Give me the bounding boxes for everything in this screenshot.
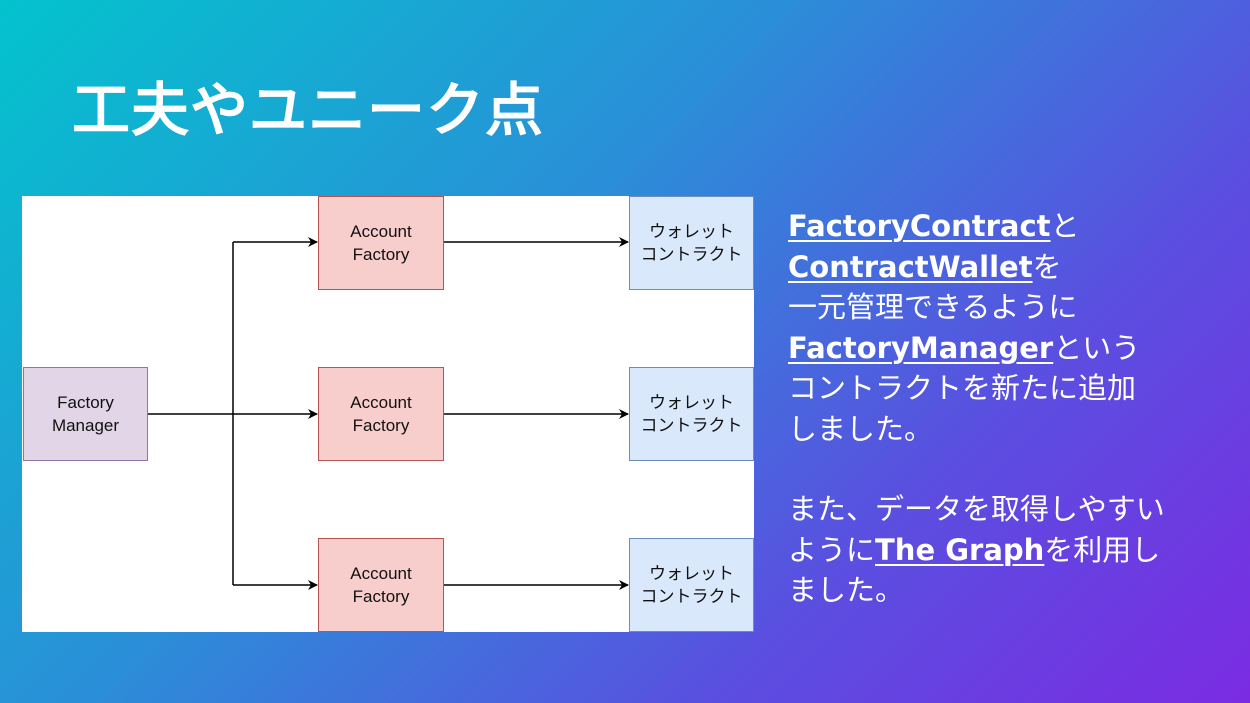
- node-label: ウォレット: [649, 222, 734, 241]
- node-label: Factory: [352, 416, 410, 435]
- text-fragment: という: [1053, 330, 1141, 365]
- text-fragment: を利用し: [1044, 532, 1161, 567]
- wallet-contract-node-1: ウォレット コントラクト: [629, 196, 754, 290]
- text-fragment: ました。: [788, 573, 905, 607]
- text-fragment: コントラクトを新たに追加: [788, 371, 1137, 405]
- node-label: Account: [350, 393, 412, 412]
- factory-manager-node: Factory Manager: [23, 367, 148, 461]
- node-label: Account: [350, 222, 412, 241]
- term-factory-contract: FactoryContract: [788, 209, 1051, 243]
- node-label: ウォレット: [649, 393, 734, 412]
- account-factory-node-2: Account Factory: [318, 367, 444, 461]
- node-label: ウォレット: [649, 564, 734, 583]
- term-the-graph: The Graph: [875, 532, 1045, 567]
- node-label: コントラクト: [640, 245, 743, 264]
- wallet-contract-node-2: ウォレット コントラクト: [629, 367, 754, 461]
- node-label: Factory: [352, 587, 410, 606]
- architecture-diagram: Factory Manager Account Factory Account …: [22, 196, 754, 632]
- node-label: コントラクト: [640, 416, 743, 435]
- wallet-contract-node-3: ウォレット コントラクト: [629, 538, 754, 632]
- account-factory-node-1: Account Factory: [318, 196, 444, 290]
- description-paragraph-2: また、データを取得しやすい ようにThe Graphを利用し ました。: [788, 489, 1238, 611]
- text-fragment: ように: [788, 532, 876, 567]
- term-factory-manager: FactoryManager: [788, 330, 1054, 365]
- node-label: Factory: [352, 245, 410, 264]
- text-fragment: を: [1032, 249, 1062, 284]
- text-fragment: と: [1050, 209, 1080, 243]
- description-text: FactoryContractと ContractWalletを 一元管理できる…: [788, 206, 1238, 611]
- node-label: Account: [350, 564, 412, 583]
- term-contract-wallet: ContractWallet: [788, 249, 1033, 284]
- slide-title: 工夫やユニーク点: [72, 76, 545, 144]
- diagram-connectors: [147, 237, 629, 590]
- node-label: コントラクト: [640, 587, 743, 606]
- node-label: Factory: [57, 393, 114, 412]
- text-fragment: 一元管理できるように: [788, 290, 1078, 324]
- description-paragraph-1: FactoryContractと ContractWalletを 一元管理できる…: [788, 206, 1238, 449]
- node-label: Manager: [51, 416, 120, 435]
- text-fragment: しました。: [788, 411, 934, 446]
- text-fragment: また、データを取得しやすい: [788, 492, 1165, 526]
- account-factory-node-3: Account Factory: [318, 538, 444, 632]
